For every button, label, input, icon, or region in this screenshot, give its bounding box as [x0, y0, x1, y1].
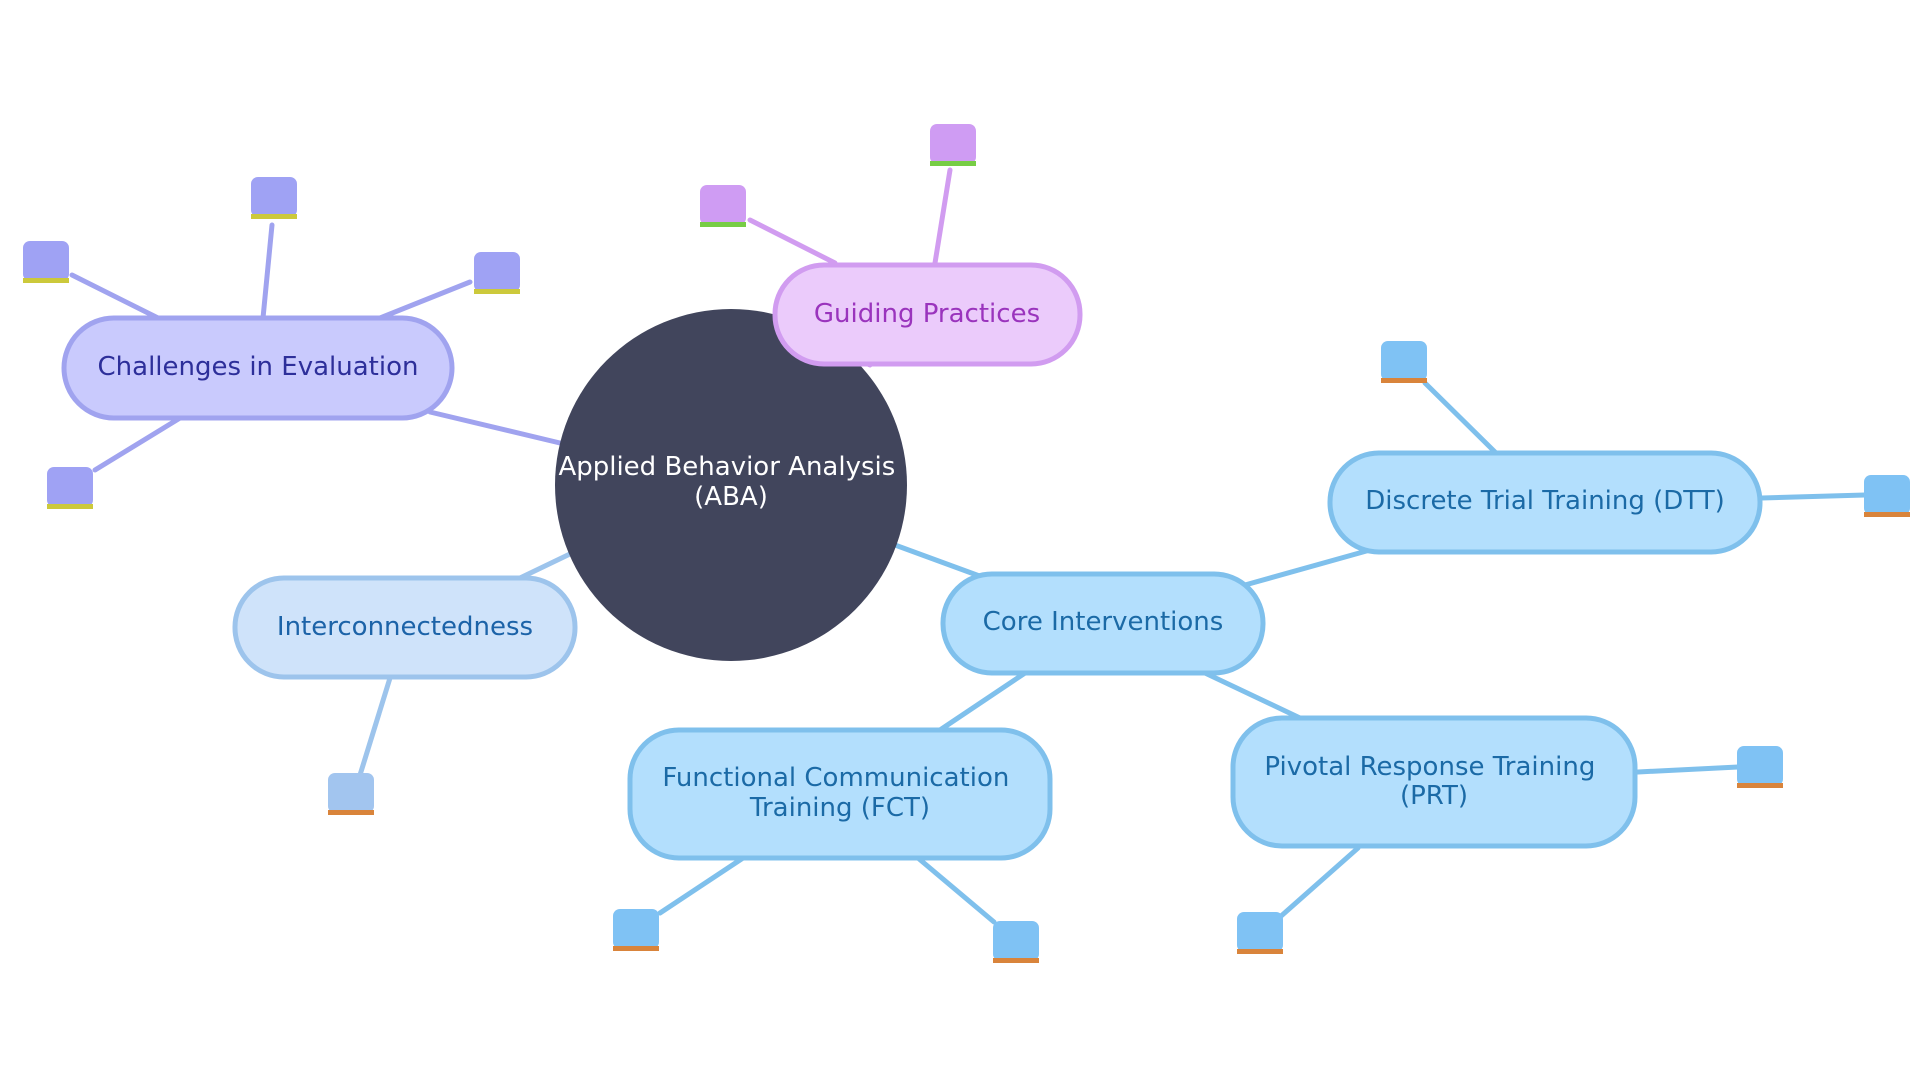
branch-guiding-practices-label: Guiding Practices	[814, 299, 1040, 329]
edge-fct-leaf-2	[915, 855, 997, 925]
subtopic-dtt-line-1: Discrete Trial Training (DTT)	[1365, 486, 1725, 516]
branch-interconnectedness-box	[232, 575, 578, 680]
edge-prt-leaf-1	[1635, 764, 1741, 775]
root-node-label: Applied Behavior Analysis (ABA)	[558, 452, 903, 512]
branch-guiding-practices-box	[772, 262, 1083, 367]
leaf-dtt-1[interactable]	[1381, 341, 1427, 383]
leaf-interconnectedness-1[interactable]	[328, 773, 374, 815]
edge-dtt-leaf-2	[1759, 492, 1868, 501]
edge-core-prt	[1202, 670, 1303, 721]
leaf-gd-1-body	[700, 185, 746, 225]
connector-lines	[69, 167, 1868, 925]
leaf-dtt-2-body	[1864, 475, 1910, 515]
root-node[interactable]: Applied Behavior Analysis (ABA)	[555, 309, 907, 661]
leaf-prt-1[interactable]	[1737, 746, 1783, 788]
edge-root-interconnectedness	[517, 550, 575, 581]
leaf-gd-2-body	[930, 124, 976, 164]
branch-interconnectedness-line-1: Interconnectedness	[277, 612, 533, 642]
branch-core-interventions-label: Core Interventions	[983, 607, 1224, 637]
edge-root-challenges	[427, 409, 563, 446]
leaf-ch-4-accent	[47, 504, 93, 509]
subtopic-prt[interactable]: Pivotal Response Training (PRT)	[1230, 715, 1638, 849]
edge-inter-leaf-1	[357, 675, 393, 778]
leaf-challenges-1[interactable]	[23, 241, 69, 283]
leaf-prt-1-accent	[1737, 783, 1783, 788]
leaf-inter-1-body	[328, 773, 374, 813]
leaf-ch-4-body	[47, 467, 93, 507]
edge-fct-leaf-1	[657, 855, 746, 916]
subtopic-prt-line-2: (PRT)	[1400, 781, 1468, 811]
leaf-dtt-1-accent	[1381, 378, 1427, 383]
root-node-circle	[555, 309, 907, 661]
leaf-ch-1-body	[23, 241, 69, 281]
leaf-prt-1-body	[1737, 746, 1783, 786]
leaf-guiding-1[interactable]	[700, 185, 746, 227]
subtopic-prt-label: Pivotal Response Training (PRT)	[1264, 752, 1603, 811]
leaf-ch-2-accent	[251, 214, 297, 219]
subtopic-prt-line-1: Pivotal Response Training	[1264, 752, 1595, 782]
leaf-ch-2-body	[251, 177, 297, 217]
branch-guiding-practices-line-1: Guiding Practices	[814, 299, 1040, 329]
subtopic-fct-line-1: Functional Communication	[662, 763, 1009, 793]
edge-core-fct	[937, 670, 1028, 733]
leaf-dtt-2[interactable]	[1864, 475, 1910, 517]
leaf-ch-3-body	[474, 252, 520, 292]
leaf-challenges-3[interactable]	[474, 252, 520, 294]
leaf-gd-1-accent	[700, 222, 746, 227]
leaf-prt-2-accent	[1237, 949, 1283, 954]
leaf-gd-2-accent	[930, 161, 976, 166]
leaf-fct-2-accent	[993, 958, 1039, 963]
edge-guiding-leaf-1	[747, 217, 838, 266]
leaf-fct-1[interactable]	[613, 909, 659, 951]
subtopic-fct[interactable]: Functional Communication Training (FCT)	[627, 727, 1053, 861]
subtopic-fct-box	[627, 727, 1053, 861]
subtopic-dtt-box	[1327, 450, 1763, 555]
leaf-challenges-4[interactable]	[47, 467, 93, 509]
subtopic-dtt[interactable]: Discrete Trial Training (DTT)	[1327, 450, 1763, 555]
leaf-fct-2-body	[993, 921, 1039, 961]
leaf-fct-2[interactable]	[993, 921, 1039, 963]
edge-prt-leaf-2	[1277, 845, 1361, 920]
branch-core-interventions-line-1: Core Interventions	[983, 607, 1224, 637]
subtopic-fct-label: Functional Communication Training (FCT)	[662, 763, 1017, 823]
leaf-nodes	[23, 124, 1910, 963]
root-node-line-2: (ABA)	[694, 482, 768, 512]
branch-challenges-label: Challenges in Evaluation	[98, 352, 419, 382]
edge-challenge-leaf-4	[92, 415, 183, 473]
branch-challenges-in-evaluation[interactable]: Challenges in Evaluation	[61, 315, 455, 421]
leaf-inter-1-accent	[328, 810, 374, 815]
subtopic-prt-box	[1230, 715, 1638, 849]
subtopic-dtt-label: Discrete Trial Training (DTT)	[1365, 486, 1725, 516]
leaf-prt-2-body	[1237, 912, 1283, 952]
edge-challenge-leaf-2	[260, 222, 275, 321]
branch-guiding-practices[interactable]: Guiding Practices	[772, 262, 1083, 367]
leaf-fct-1-accent	[613, 946, 659, 951]
edge-challenge-leaf-1	[69, 272, 161, 321]
subtopic-fct-line-2: Training (FCT)	[749, 793, 930, 823]
branch-core-interventions-box	[940, 571, 1266, 676]
leaf-challenges-2[interactable]	[251, 177, 297, 219]
root-node-line-1: Applied Behavior Analysis	[558, 452, 895, 482]
leaf-ch-3-accent	[474, 289, 520, 294]
leaf-ch-1-accent	[23, 278, 69, 283]
edge-root-core	[892, 542, 988, 581]
branch-challenges-box	[61, 315, 455, 421]
edge-core-dtt	[1242, 547, 1373, 588]
branch-interconnectedness[interactable]: Interconnectedness	[232, 575, 578, 680]
branch-core-interventions[interactable]: Core Interventions	[940, 571, 1266, 676]
leaf-dtt-1-body	[1381, 341, 1427, 381]
edge-guiding-leaf-2	[932, 167, 953, 266]
leaf-dtt-2-accent	[1864, 512, 1910, 517]
branch-challenges-line-1: Challenges in Evaluation	[98, 352, 419, 382]
leaf-fct-1-body	[613, 909, 659, 949]
edge-dtt-leaf-1	[1422, 380, 1498, 455]
branch-interconnectedness-label: Interconnectedness	[277, 612, 533, 642]
edge-challenge-leaf-3	[377, 279, 473, 321]
leaf-prt-2[interactable]	[1237, 912, 1283, 954]
leaf-guiding-2[interactable]	[930, 124, 976, 166]
